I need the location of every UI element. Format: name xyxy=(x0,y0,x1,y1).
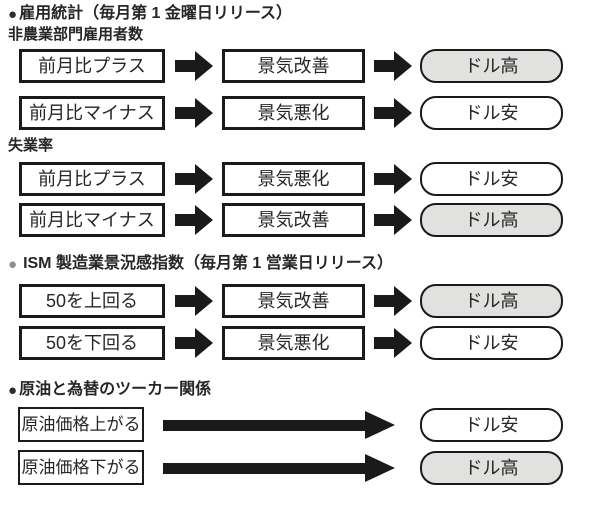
right-block-arrow-icon xyxy=(174,164,213,194)
circle-bullet-icon: ● xyxy=(8,381,18,399)
condition-box: 原油価格下がる xyxy=(18,450,144,485)
result-pill: ドル高 xyxy=(420,203,563,237)
condition-box: 50を下回る xyxy=(19,326,165,360)
right-block-arrow-icon xyxy=(373,164,412,194)
flow-row: 原油価格下がる ドル高 xyxy=(0,450,563,485)
section-title-crude-oil: ●原油と為替のツーカー関係 xyxy=(8,382,211,398)
condition-box: 前月比プラス xyxy=(19,162,165,196)
flow-row: 前月比プラス 景気悪化 ドル安 xyxy=(0,162,563,196)
state-box: 景気悪化 xyxy=(222,326,365,360)
right-block-arrow-icon xyxy=(174,328,213,358)
circle-bullet-icon: ● xyxy=(8,255,18,273)
circle-bullet-icon: ● xyxy=(8,5,18,23)
state-box: 景気改善 xyxy=(222,203,365,237)
state-box: 景気改善 xyxy=(222,49,365,83)
condition-box: 原油価格上がる xyxy=(18,407,144,442)
flow-row: 50を上回る 景気改善 ドル高 xyxy=(0,284,563,318)
group-label-unemployment-rate: 失業率 xyxy=(8,137,54,154)
right-block-arrow-icon xyxy=(174,98,213,128)
state-box: 景気悪化 xyxy=(222,162,365,196)
right-block-arrow-icon xyxy=(373,286,412,316)
condition-box: 前月比マイナス xyxy=(19,96,165,130)
result-pill: ドル安 xyxy=(420,96,563,130)
section-title-text: ISM 製造業景況感指数（毎月第 1 営業日リリース） xyxy=(23,255,393,272)
result-pill: ドル高 xyxy=(420,450,563,485)
result-pill: ドル安 xyxy=(420,407,563,442)
right-block-arrow-icon xyxy=(174,205,213,235)
section-title-text: 原油と為替のツーカー関係 xyxy=(19,381,212,398)
right-block-arrow-icon xyxy=(163,410,395,440)
condition-box: 前月比プラス xyxy=(19,49,165,83)
right-block-arrow-icon xyxy=(163,453,395,483)
right-block-arrow-icon xyxy=(373,51,412,81)
section-title-text: 雇用統計（毎月第 1 金曜日リリース） xyxy=(19,5,293,22)
state-box: 景気悪化 xyxy=(222,96,365,130)
group-label-nonfarm-payroll: 非農業部門雇用者数 xyxy=(8,26,144,43)
flow-row: 前月比プラス 景気改善 ドル高 xyxy=(0,49,563,83)
flow-row: 前月比マイナス 景気改善 ドル高 xyxy=(0,203,563,237)
section-title-ism: ● ISM 製造業景況感指数（毎月第 1 営業日リリース） xyxy=(8,256,393,272)
condition-box: 50を上回る xyxy=(19,284,165,318)
right-block-arrow-icon xyxy=(373,98,412,128)
flow-row: 原油価格上がる ドル安 xyxy=(0,407,563,442)
result-pill: ドル高 xyxy=(420,49,563,83)
flow-row: 50を下回る 景気悪化 ドル安 xyxy=(0,326,563,360)
result-pill: ドル高 xyxy=(420,284,563,318)
section-title-employment: ●雇用統計（毎月第 1 金曜日リリース） xyxy=(8,6,292,22)
state-box: 景気改善 xyxy=(222,284,365,318)
right-block-arrow-icon xyxy=(174,51,213,81)
flow-row: 前月比マイナス 景気悪化 ドル安 xyxy=(0,96,563,130)
condition-box: 前月比マイナス xyxy=(19,203,165,237)
right-block-arrow-icon xyxy=(373,328,412,358)
right-block-arrow-icon xyxy=(174,286,213,316)
result-pill: ドル安 xyxy=(420,326,563,360)
result-pill: ドル安 xyxy=(420,162,563,196)
right-block-arrow-icon xyxy=(373,205,412,235)
